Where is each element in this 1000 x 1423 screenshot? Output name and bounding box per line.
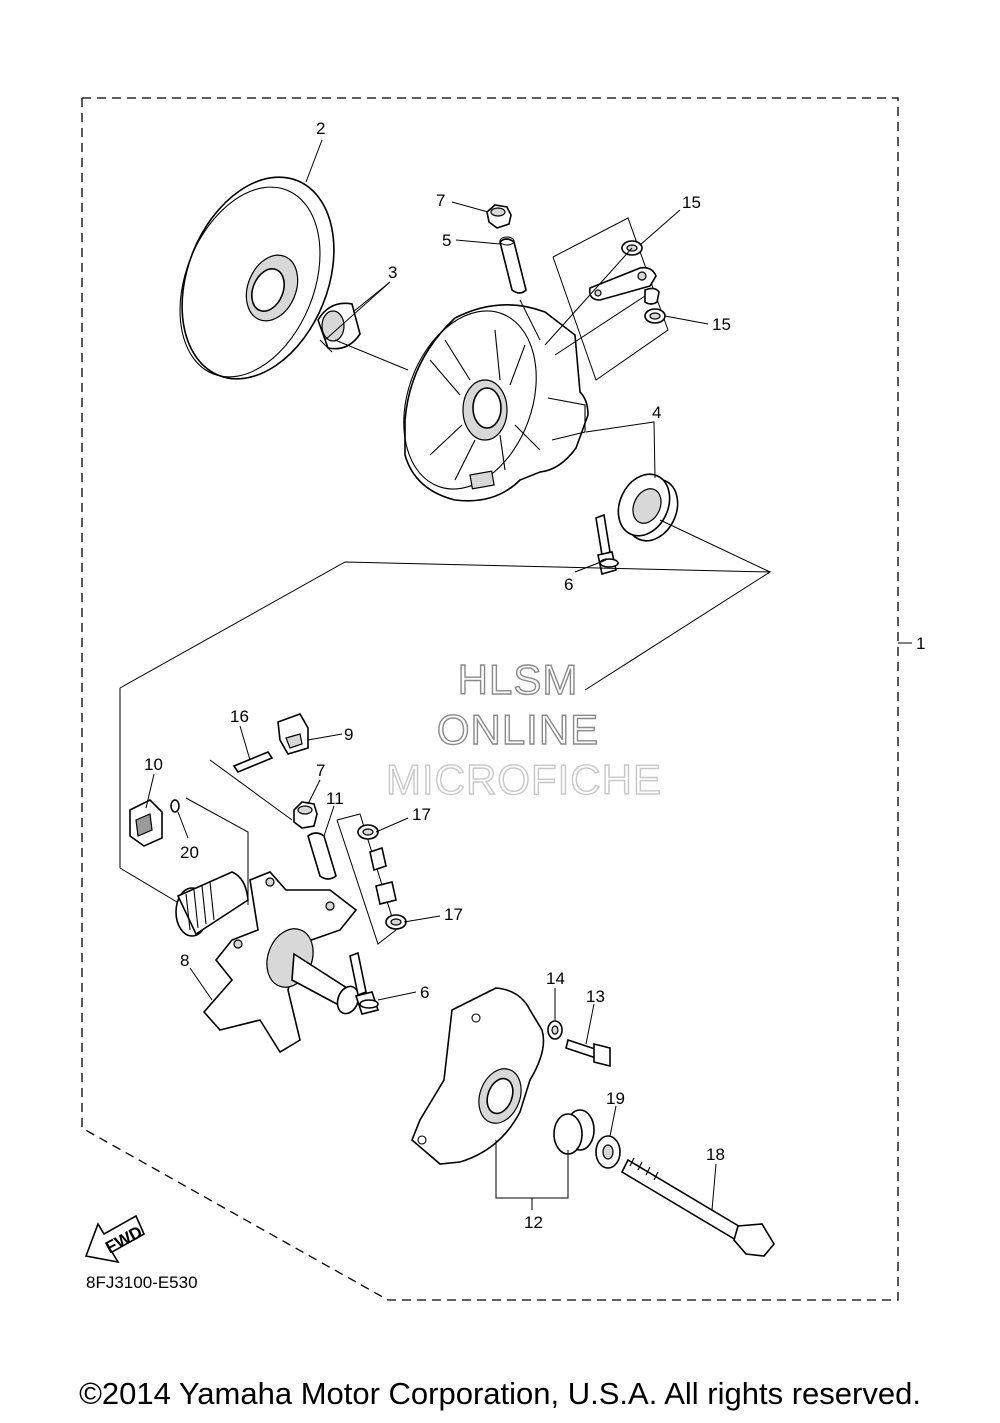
callout-9: 9 [344, 725, 353, 744]
callout-19: 19 [606, 1089, 625, 1108]
watermark-line2: ONLINE [437, 706, 599, 753]
callout-18: 18 [706, 1145, 725, 1164]
sheave-disc-part [179, 176, 335, 380]
washer-17-top [357, 824, 379, 840]
slider-9-part [277, 713, 309, 755]
bolt-13-part [565, 1038, 611, 1068]
watermark: HLSM ONLINE MICROFICHE [385, 655, 662, 803]
callout-3: 3 [388, 263, 397, 282]
callout-6-top: 6 [564, 575, 573, 594]
bushing-nut-lower [293, 801, 318, 829]
cover-plate-part [411, 987, 545, 1165]
callout-7-lower: 7 [316, 761, 325, 780]
callout-20: 20 [180, 843, 199, 862]
bushing-nut-top [486, 204, 512, 229]
pin-11-part [307, 832, 337, 880]
oring-20-part [170, 799, 180, 813]
callout-4: 4 [652, 403, 661, 422]
callout-15-bottom: 15 [712, 315, 731, 334]
callout-12: 12 [524, 1213, 543, 1232]
spider-hub-8-part [175, 871, 360, 1054]
primary-sheave-part [403, 304, 589, 502]
callout-6-lower: 6 [420, 983, 429, 1002]
fwd-arrow-icon: FWD [84, 1214, 145, 1264]
assembly-lead-lines [119, 561, 772, 691]
callout-17-top: 17 [412, 805, 431, 824]
bolt-6-lower [349, 951, 380, 1015]
watermark-line3: MICROFICHE [386, 756, 662, 803]
leader-lines [145, 139, 717, 1211]
arm-part [588, 266, 660, 305]
callout-1: 1 [916, 634, 925, 653]
callout-13: 13 [586, 987, 605, 1006]
callout-labels: 1 2 3 4 5 6 6 7 7 8 9 10 11 12 13 14 15 … [144, 119, 925, 1232]
watermark-line1: HLSM [458, 656, 579, 703]
callout-14: 14 [546, 969, 565, 988]
pin-collar-top [499, 236, 527, 294]
bolt-18-part [620, 1157, 775, 1257]
callout-8: 8 [180, 951, 189, 970]
washer-15-bottom [644, 308, 666, 324]
slider-10-part [129, 799, 163, 847]
group-15-bracket [552, 217, 669, 381]
callout-15-top: 15 [682, 193, 701, 212]
washer-17-bottom [385, 914, 407, 930]
callout-17-bottom: 17 [444, 905, 463, 924]
callout-7-top: 7 [436, 191, 445, 210]
washer-19-part [595, 1135, 621, 1169]
callout-11: 11 [326, 789, 344, 808]
copyright-notice: ©2014 Yamaha Motor Corporation, U.S.A. A… [79, 1376, 921, 1411]
callout-5: 5 [442, 231, 451, 250]
callout-10: 10 [144, 755, 163, 774]
callout-16: 16 [230, 707, 249, 726]
callout-2: 2 [316, 119, 325, 138]
washer-14-part [547, 1020, 563, 1040]
assembly-boundary [81, 97, 899, 1301]
drawing-code: 8FJ3100-E530 [86, 1273, 198, 1292]
bushing-4-part [617, 473, 679, 542]
spacer-part [369, 846, 397, 905]
pin-16-part [232, 751, 274, 773]
collar-12-part [553, 1109, 595, 1155]
bolt-6-top [595, 513, 619, 576]
